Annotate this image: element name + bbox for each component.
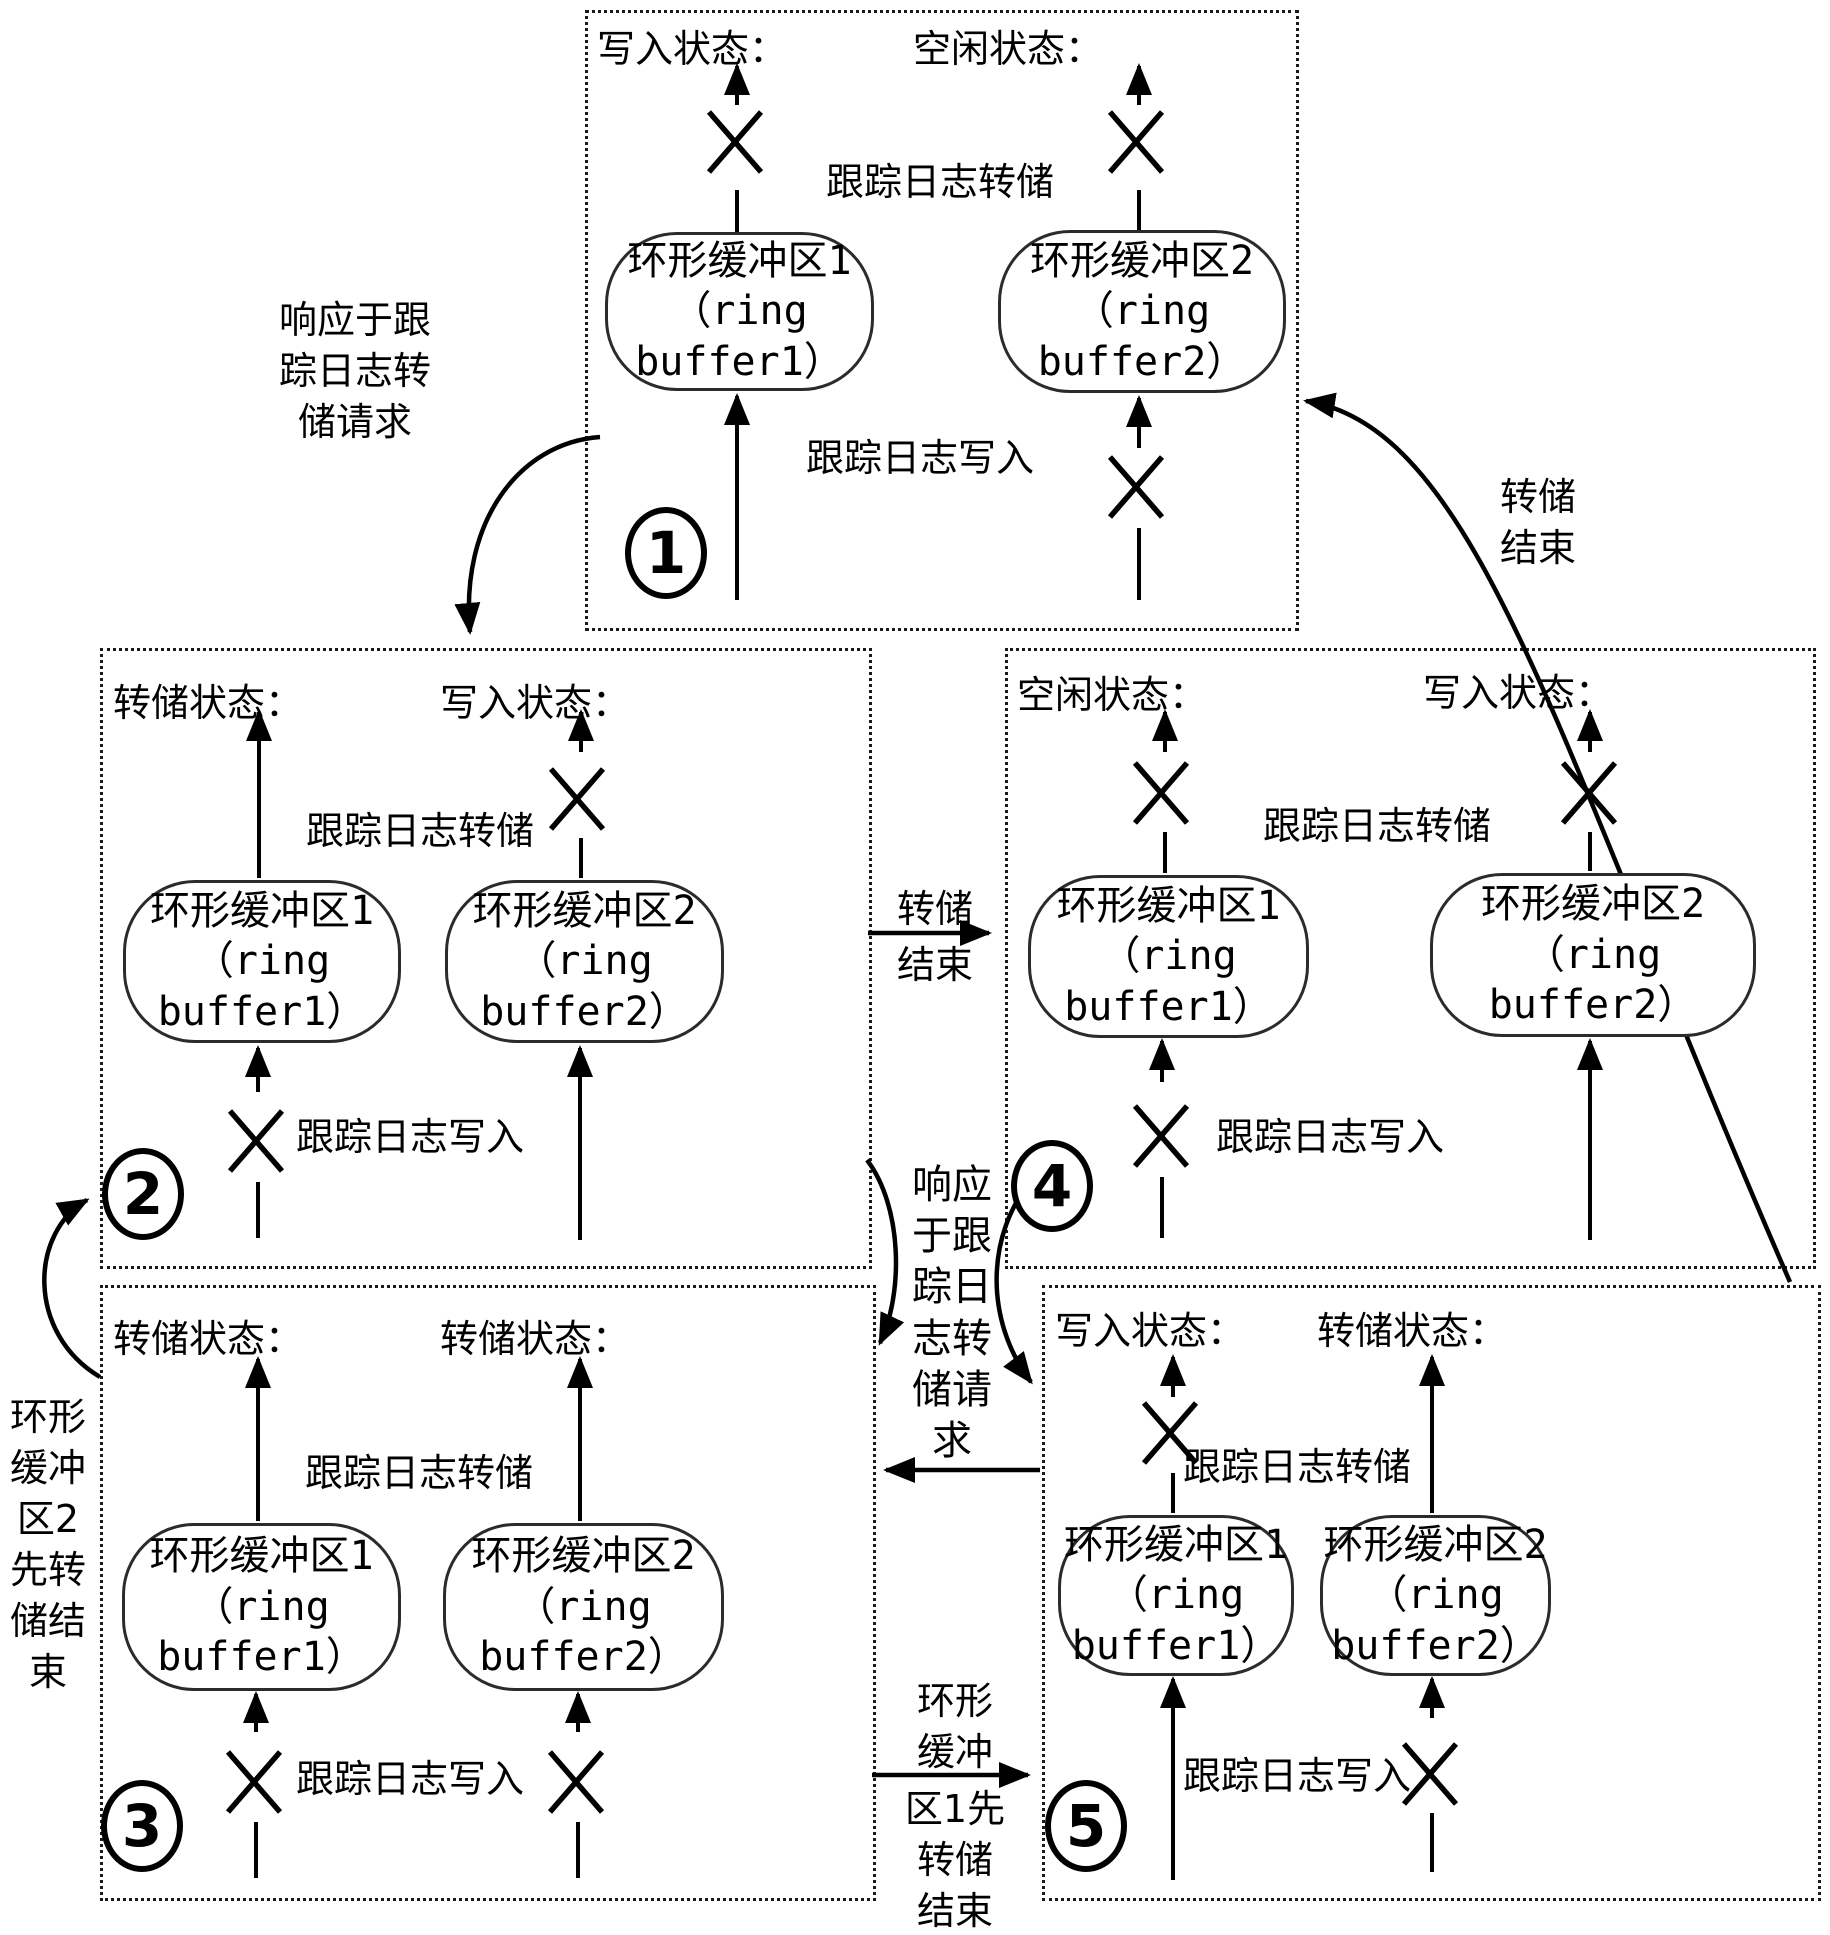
panel1-buffer-arrows <box>706 63 1165 600</box>
panel4-left-state-label: 空闲状态： <box>1017 673 1208 717</box>
cross-icon <box>1141 1401 1199 1465</box>
arrow-5-to-1 <box>1303 392 1793 1283</box>
panel4-write-label: 跟踪日志写入 <box>1215 1115 1445 1159</box>
panel4-number-badge: 4 <box>1011 1140 1093 1232</box>
cross-icon <box>1132 1104 1190 1168</box>
ring-buffer1-label: 环形缓冲区1 （ring buffer1） <box>1063 1521 1289 1669</box>
ring-buffer1-label: 环形缓冲区1 （ring buffer1） <box>1056 882 1281 1030</box>
panel2-right-state-label: 写入状态： <box>440 681 631 725</box>
transition-arrows <box>42 392 1793 1788</box>
cross-icon <box>548 767 606 831</box>
panel3-number-badge: 3 <box>101 1780 183 1872</box>
arrow-1-to-2 <box>454 434 601 635</box>
panel1-number-badge: 1 <box>625 507 707 599</box>
ring-buffer1-label: 环形缓冲区1 （ring buffer1） <box>627 237 852 385</box>
ring-buffer2-label: 环形缓冲区2 （ring buffer2） <box>471 1533 696 1681</box>
cross-icon <box>1107 110 1165 174</box>
state-panel-3 <box>100 1285 876 1901</box>
transition-mid-request-label: 响应 于跟 踪日 志转 储请 求 <box>912 1162 992 1464</box>
panel3-right-state-label: 转储状态： <box>440 1317 631 1361</box>
panel3-buffer-arrows <box>225 1356 605 1878</box>
ring-buffer2-node: 环形缓冲区2 （ring buffer2） <box>445 880 724 1043</box>
cross-icon <box>1107 455 1165 519</box>
panel2-dump-label: 跟踪日志转储 <box>305 809 535 853</box>
transition-2to4-label-bottom: 结束 <box>896 943 974 987</box>
ring-buffer2-label: 环形缓冲区2 （ring buffer2） <box>1480 881 1706 1029</box>
state-panel-5 <box>1042 1285 1821 1901</box>
ring-buffer2-label: 环形缓冲区2 （ring buffer2） <box>1323 1521 1548 1669</box>
ring-buffer1-node: 环形缓冲区1 （ring buffer1） <box>1028 875 1309 1038</box>
panel2-write-label: 跟踪日志写入 <box>295 1115 525 1159</box>
ring-buffer1-label: 环形缓冲区1 （ring buffer1） <box>149 887 375 1035</box>
transition-3to2-label: 环形 缓冲 区2 先转 储结 束 <box>9 1395 87 1694</box>
panel1-write-label: 跟踪日志写入 <box>805 436 1035 480</box>
arrow-3-to-2 <box>42 1198 102 1379</box>
ring-buffer1-node: 环形缓冲区1 （ring buffer1） <box>123 880 401 1043</box>
cross-icon <box>227 1109 285 1173</box>
transition-3to5-label-top: 环形 缓冲 <box>916 1679 994 1774</box>
panel2-left-state-label: 转储状态： <box>113 681 304 725</box>
ring-buffer2-node: 环形缓冲区2 （ring buffer2） <box>1430 873 1756 1037</box>
transition-2to4-label-top: 转储 <box>896 887 974 931</box>
ring-buffer2-node: 环形缓冲区2 （ring buffer2） <box>998 230 1286 393</box>
panel2-buffer-arrows <box>227 709 606 1240</box>
panel1-right-state-label: 空闲状态： <box>913 27 1104 71</box>
ring-buffer2-node: 环形缓冲区2 （ring buffer2） <box>443 1523 724 1691</box>
ring-buffer1-node: 环形缓冲区1 （ring buffer1） <box>122 1523 401 1691</box>
panel3-dump-label: 跟踪日志转储 <box>304 1451 534 1495</box>
panel3-left-state-label: 转储状态： <box>113 1317 304 1361</box>
ring-buffer1-node: 环形缓冲区1 （ring buffer1） <box>605 232 874 391</box>
panel2-number-badge: 2 <box>102 1148 184 1240</box>
state-panel-1 <box>585 10 1299 631</box>
panel5-right-state-label: 转储状态： <box>1317 1309 1508 1353</box>
panel3-write-label: 跟踪日志写入 <box>295 1757 525 1801</box>
ring-buffer1-label: 环形缓冲区1 （ring buffer1） <box>149 1533 374 1681</box>
panel5-dump-label: 跟踪日志转储 <box>1182 1445 1412 1489</box>
panel5-write-label: 跟踪日志写入 <box>1182 1754 1412 1798</box>
panel5-left-state-label: 写入状态： <box>1055 1309 1246 1353</box>
transition-1to2-label: 响应于跟 踪日志转 储请求 <box>278 298 432 444</box>
transition-3to5-label-bottom: 区1先 转储 结束 <box>904 1787 1006 1933</box>
cross-icon <box>1132 761 1190 825</box>
panel5-buffer-arrows <box>1141 1354 1459 1880</box>
panel4-dump-label: 跟踪日志转储 <box>1262 804 1492 848</box>
state-panel-4 <box>1005 648 1816 1269</box>
ring-buffer1-node: 环形缓冲区1 （ring buffer1） <box>1058 1515 1294 1676</box>
cross-icon <box>225 1750 283 1814</box>
ring-buffer2-label: 环形缓冲区2 （ring buffer2） <box>472 887 697 1035</box>
cross-icon <box>547 1750 605 1814</box>
cross-icon <box>1401 1742 1459 1806</box>
state-panel-2 <box>100 648 872 1269</box>
cross-icon <box>706 110 764 174</box>
panel1-left-state-label: 写入状态： <box>597 27 788 71</box>
panel4-buffer-arrows <box>1132 709 1618 1240</box>
ring-buffer2-label: 环形缓冲区2 （ring buffer2） <box>1029 237 1255 385</box>
transition-5to1-label: 转储 结束 <box>1499 475 1577 570</box>
panel1-dump-label: 跟踪日志转储 <box>825 160 1055 204</box>
arrow-2-to-3 <box>865 1158 905 1346</box>
panel5-number-badge: 5 <box>1045 1780 1127 1872</box>
panel4-right-state-label: 写入状态： <box>1423 671 1614 715</box>
ring-buffer2-node: 环形缓冲区2 （ring buffer2） <box>1320 1515 1551 1676</box>
